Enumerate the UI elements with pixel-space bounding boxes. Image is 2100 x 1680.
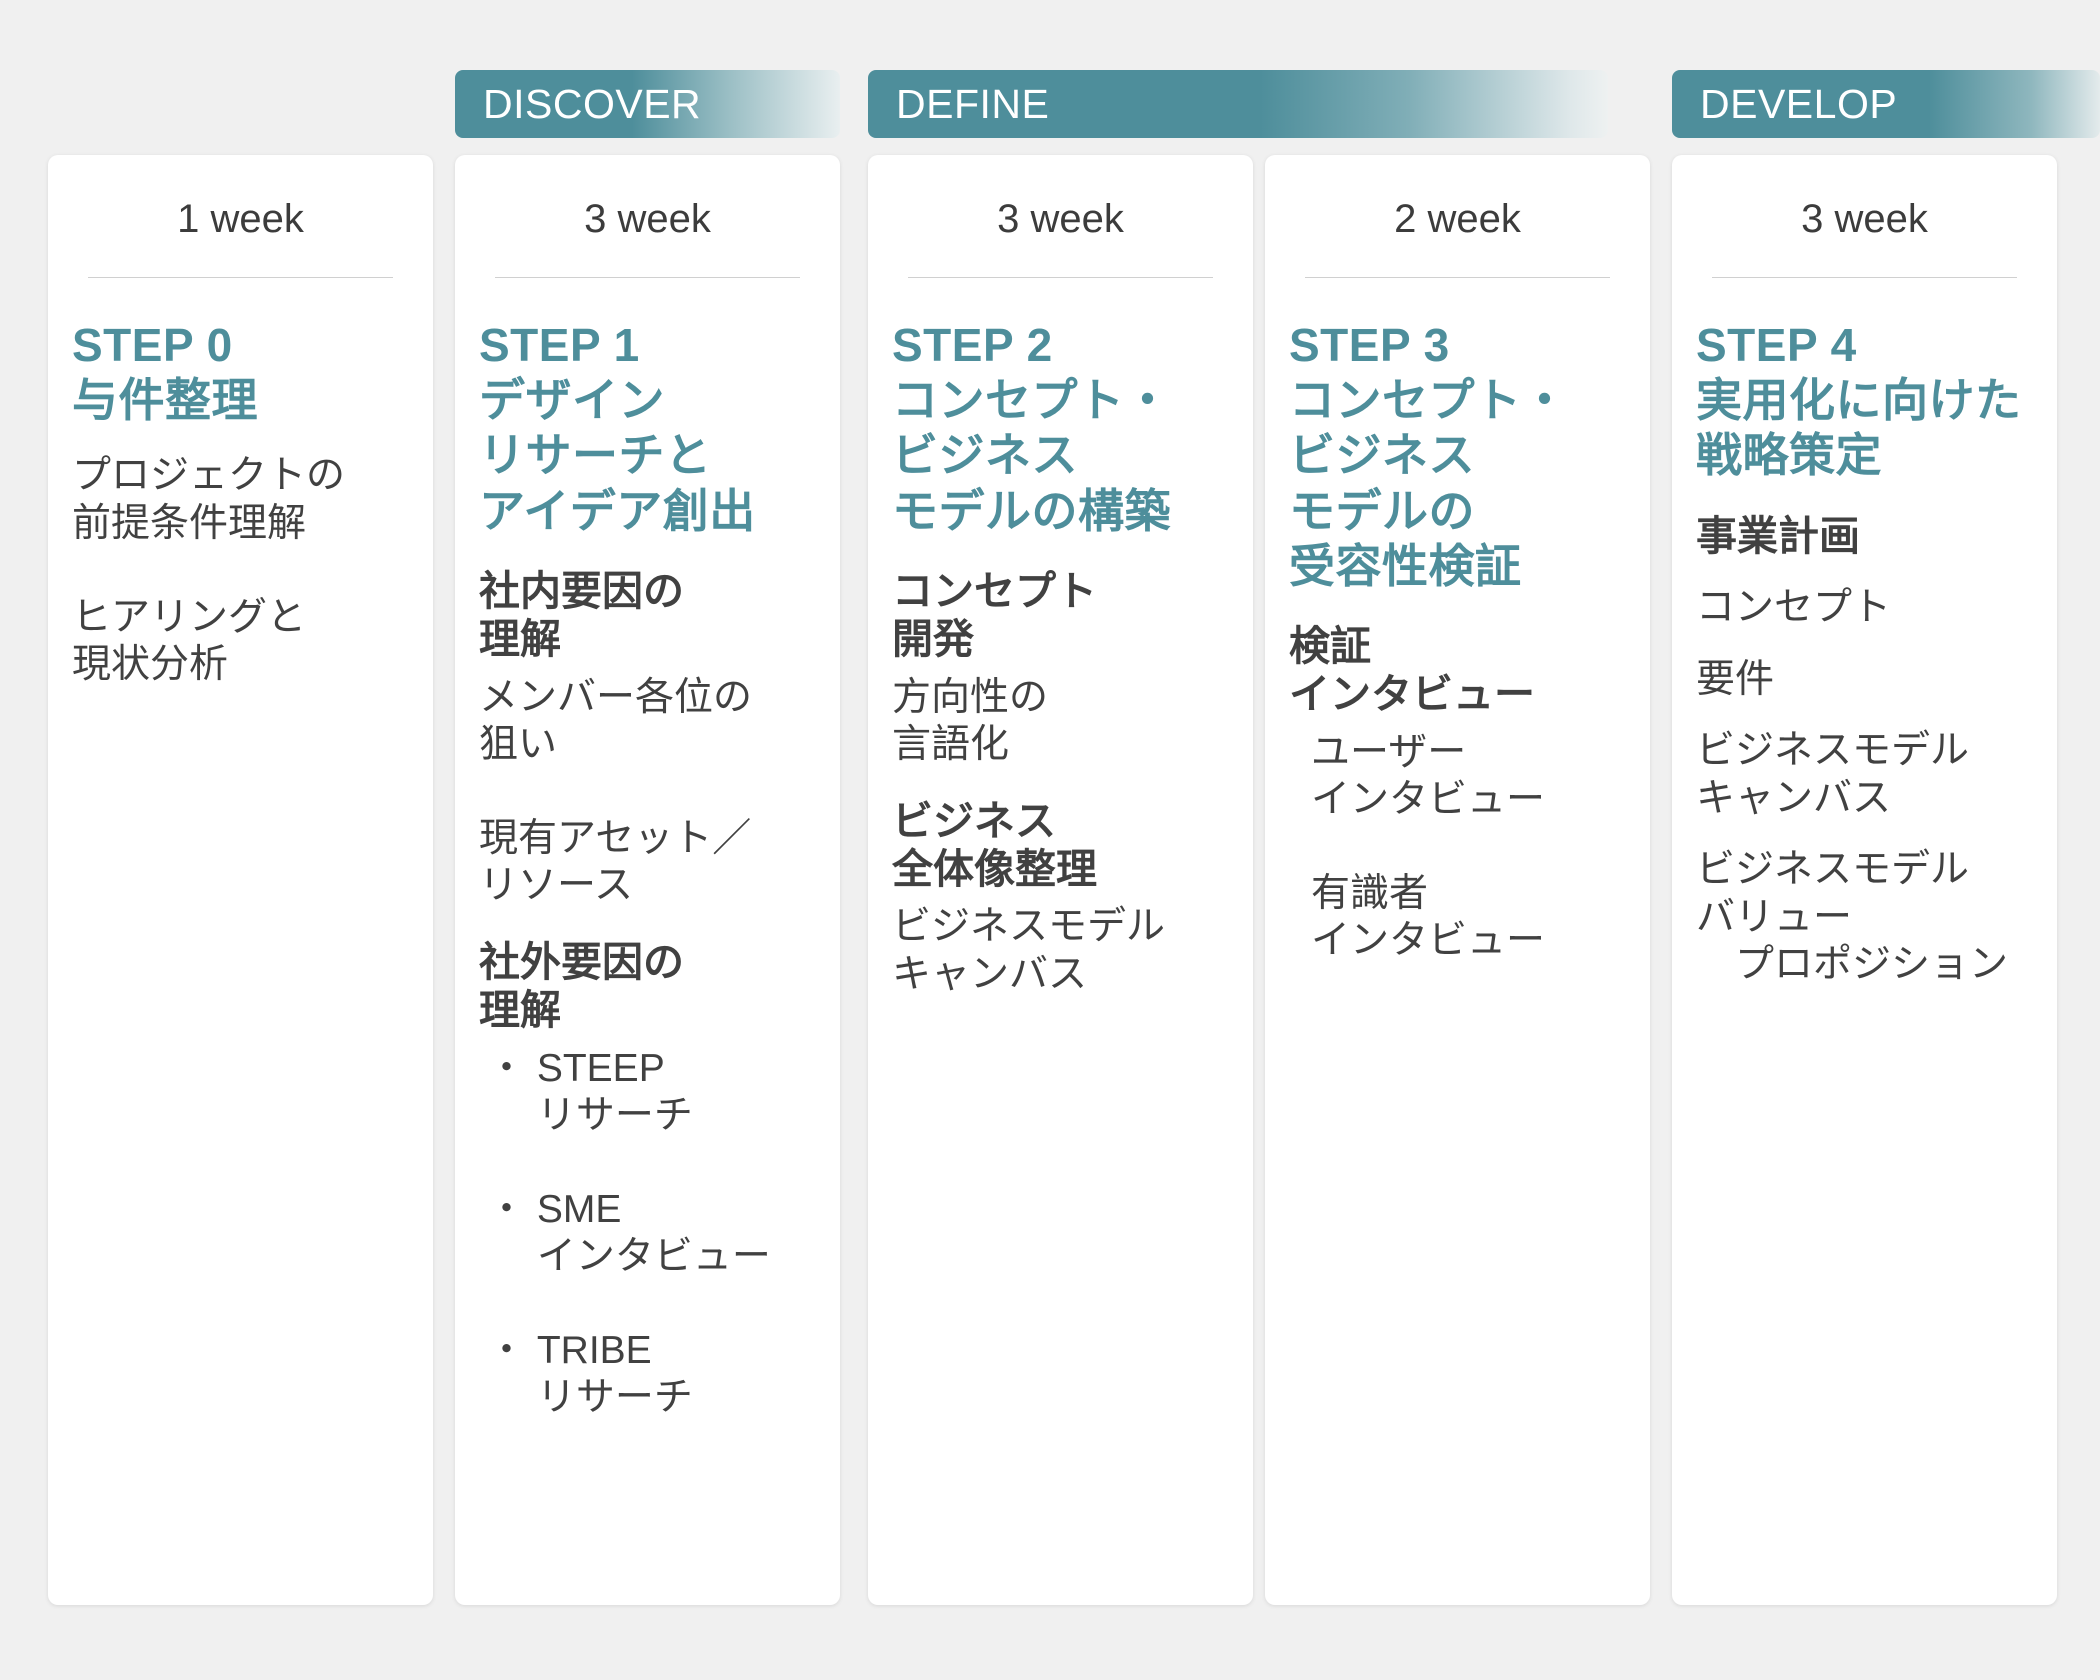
phase-banner-develop: DEVELOP [1672, 70, 2100, 138]
card-item: ビジネスモデル バリュー プロポジション [1696, 848, 2009, 987]
phase-banner-discover: DISCOVER [455, 70, 840, 138]
card-divider [1712, 277, 2017, 278]
card-step-title: STEP 2 コンセプト・ ビジネス モデルの構築 [892, 319, 1171, 537]
step-card-0: 1 week STEP 0 与件整理 プロジェクトの 前提条件理解 ヒアリングと… [48, 155, 433, 1605]
card-section-heading: ビジネス 全体像整理 [892, 797, 1097, 893]
card-divider [88, 277, 393, 278]
card-section-heading: 社外要因の 理解 [479, 938, 684, 1034]
phase-label-develop: DEVELOP [1700, 80, 1898, 127]
card-bullet-item: ・ STEEP リサーチ [487, 1046, 693, 1138]
card-section-heading: 事業計画 [1696, 512, 1860, 559]
card-step-title: STEP 4 実用化に向けた 戦略策定 [1696, 319, 2022, 482]
step-card-4: 3 week STEP 4 実用化に向けた 戦略策定 事業計画 コンセプト 要件… [1672, 155, 2057, 1605]
card-item: ユーザー インタビュー [1311, 730, 1546, 822]
card-duration: 3 week [997, 197, 1124, 241]
step-card-3: 2 week STEP 3 コンセプト・ ビジネス モデルの 受容性検証 検証 … [1265, 155, 1650, 1605]
card-bullet-item: ・ SME インタビュー [487, 1187, 771, 1279]
card-item: ビジネスモデル キャンバス [892, 905, 1166, 996]
card-duration: 3 week [1801, 197, 1928, 241]
card-step-title: STEP 3 コンセプト・ ビジネス モデルの 受容性検証 [1289, 319, 1568, 592]
card-duration: 2 week [1394, 197, 1521, 241]
card-section-heading: コンセプト 開発 [892, 567, 1097, 663]
card-item: コンセプト [1696, 585, 1892, 629]
step-card-1: 3 week STEP 1 デザイン リサーチと アイデア創出 社内要因の 理解… [455, 155, 840, 1605]
card-item: 現有アセット／ リソース [479, 816, 752, 908]
card-step-title: STEP 0 与件整理 [72, 319, 258, 427]
phase-label-define: DEFINE [896, 80, 1050, 127]
card-bullet-item: ・ TRIBE リサーチ [487, 1328, 693, 1420]
card-duration: 3 week [584, 197, 711, 241]
step-card-2: 3 week STEP 2 コンセプト・ ビジネス モデルの構築 コンセプト 開… [868, 155, 1253, 1605]
card-divider [495, 277, 800, 278]
card-item: 要件 [1696, 657, 1775, 701]
card-section-heading: 検証 インタビュー [1289, 622, 1535, 718]
card-item: 方向性の 言語化 [892, 675, 1049, 767]
card-item: メンバー各位の 狙い [479, 675, 753, 767]
card-item: ビジネスモデル キャンバス [1696, 729, 1970, 820]
card-item: 有識者 インタビュー [1311, 871, 1546, 963]
card-duration: 1 week [177, 197, 304, 241]
phase-label-discover: DISCOVER [483, 80, 702, 127]
card-step-title: STEP 1 デザイン リサーチと アイデア創出 [479, 319, 756, 537]
phase-banner-define: DEFINE [868, 70, 1608, 138]
card-divider [1305, 277, 1610, 278]
card-section-heading: 社内要因の 理解 [479, 567, 684, 663]
card-divider [908, 277, 1213, 278]
card-item: プロジェクトの 前提条件理解 [72, 454, 346, 545]
card-item: ヒアリングと 現状分析 [72, 595, 307, 687]
